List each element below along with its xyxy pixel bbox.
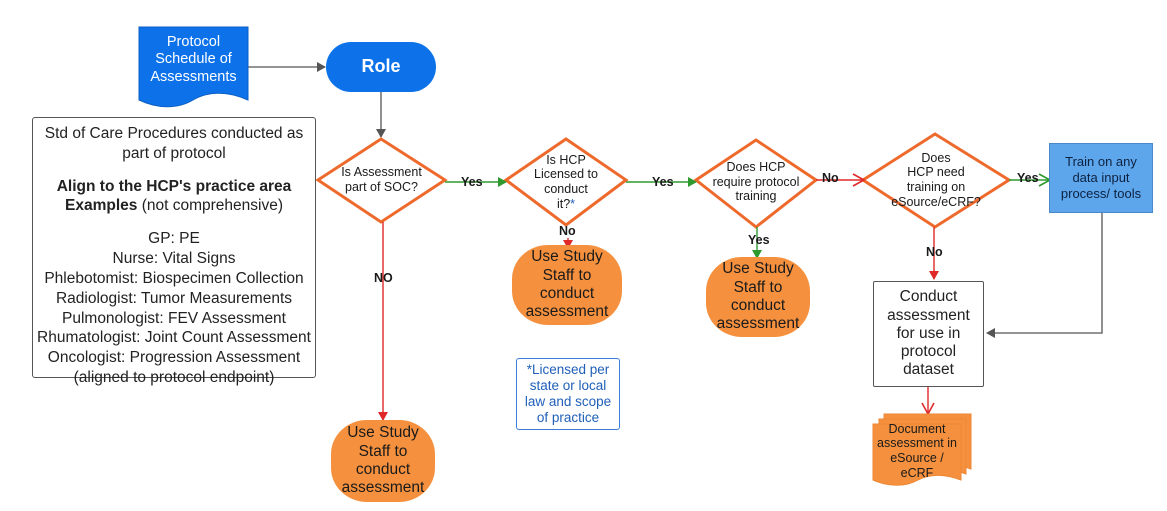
use-study-staff-terminal-middle: Use Study Staff to conduct assessment [512,245,622,325]
decision2-line-1: Is HCP [546,152,586,167]
train-line-3: process/ tools [1060,185,1142,201]
label-d3-yes: Yes [748,233,770,247]
decision4-line-4: eSource/eCRF? [891,194,981,209]
note-line-3: law and scope [524,394,612,409]
decision1-line-2: part of SOC? [345,180,418,194]
document-line-1: Document [888,421,946,436]
terminal-shape-middle [512,245,622,325]
decision3-line-2: require protocol [712,174,800,189]
train-line-2: data input [1072,170,1130,186]
note-line-1: *Licensed per [526,362,610,378]
decision4-diamond [860,132,1012,229]
terminal-bottom-line-3: conduct [355,461,411,478]
soc-procedures-info-box: Std of Care Procedures conducted as part… [32,117,316,386]
protocol-line-3: Assessments [150,68,237,85]
decision4-line-3: training on [906,180,966,194]
document-line-3: eSource / eCRF [890,451,944,480]
info-item: (aligned to protocol endpoint) [73,369,275,387]
terminal-right-line-1: Use Study [722,260,794,278]
terminal-middle-line-2: Staff to [542,266,592,284]
label-d4-no: No [926,245,943,259]
terminal-right-line-3: conduct [730,297,786,314]
document-stack-front [872,423,962,486]
info-item: Radiologist: Tumor Measurements [55,289,293,307]
conduct-line-5: dataset [903,361,954,379]
info-item: Phlebotomist: Biospecimen Collection [44,269,304,287]
label-d3-no: No [822,171,839,185]
terminal-bottom-line-1: Use Study [347,424,419,442]
protocol-line-1: Protocol [166,33,221,50]
terminal-bottom-line-4: assessment [341,479,425,497]
decision2-diamond [503,137,629,227]
info-item: Nurse: Vital Signs [112,250,236,268]
decision4-line-1: Does [921,150,951,165]
note-line-2: state or local [529,378,607,394]
licensed-note-box: *Licensed per state or local law and sco… [516,358,620,430]
terminal-middle-line-4: assessment [525,303,609,321]
decision3-diamond [693,138,819,229]
info-examples-rest: (not comprehensive) [137,197,283,215]
edge-train-to-conduct [986,213,1103,338]
info-item: Rhumatologist: Joint Count Assessment [37,329,311,347]
label-d1-no: NO [374,271,393,285]
terminal-middle-line-1: Use Study [531,248,603,266]
protocol-line-2: Schedule of [155,51,232,68]
protocol-document: Protocol Schedule of Assessments [139,30,248,90]
info-item: Oncologist: Progression Assessment [47,349,301,367]
decision3-text: Does HCP require protocol training [696,159,816,205]
role-label: Role [361,56,401,77]
label-d4-yes: Yes [1017,171,1039,185]
decision2-line-2: Licensed to [534,167,598,182]
decision1-text: Is Assessment part of SOC? [318,160,445,200]
conduct-line-2: assessment [887,306,970,324]
decision4-text: Does HCP need training on eSource/eCRF? [863,150,1009,210]
label-d2-no: No [559,224,576,238]
info-line-1: Std of Care Procedures conducted as [44,125,304,142]
conduct-line-3: for use in [896,324,961,342]
info-examples-line: Examples (not comprehensive) [33,196,315,216]
terminal-shape-right [706,257,810,337]
decision4-line-2: HCP need [907,165,965,180]
decision3-line-1: Does HCP [726,159,786,174]
info-examples-bold: Examples [65,197,138,215]
decision3-line-3: training [735,189,777,204]
terminal-bottom-line-2: Staff to [358,442,408,460]
decision2-line-4: it?* [556,196,576,211]
use-study-staff-terminal-right: Use Study Staff to conduct assessment [706,257,810,337]
label-d2-yes: Yes [652,175,674,189]
use-study-staff-terminal-bottom: Use Study Staff to conduct assessment [331,420,435,502]
conduct-assessment-box: Conduct assessment for use in protocol d… [873,281,984,387]
terminal-middle-line-3: conduct [539,285,595,302]
conduct-line-4: protocol [900,343,957,361]
label-d1-yes: Yes [461,175,483,189]
decision2-line-3: conduct [544,182,588,196]
train-process-box: Train on any data input process/ tools [1049,143,1153,213]
note-line-4: of practice [536,409,600,425]
conduct-line-1: Conduct [899,288,958,306]
decision1-line-1: Is Assessment [341,165,422,180]
info-item: Pulmonologist: FEV Assessment [62,309,286,327]
info-align-heading: Align to the HCP's practice area [56,177,292,195]
terminal-right-line-4: assessment [716,315,800,333]
terminal-shape-bottom [331,420,435,502]
role-node: Role [326,42,436,92]
info-line-2: part of protocol [122,144,226,162]
info-item: GP: PE [148,230,200,248]
decision1-diamond [315,137,448,224]
protocol-document-shape [138,26,249,108]
decision2-text: Is HCP Licensed to conduct it?* [506,152,626,212]
decision2-asterisk: * [570,196,576,211]
terminal-right-line-2: Staff to [733,278,783,296]
document-line-2: assessment in [877,436,957,451]
document-assessment-stack: Document assessment in eSource / eCRF [873,422,961,480]
train-line-1: Train on any [1065,154,1137,170]
